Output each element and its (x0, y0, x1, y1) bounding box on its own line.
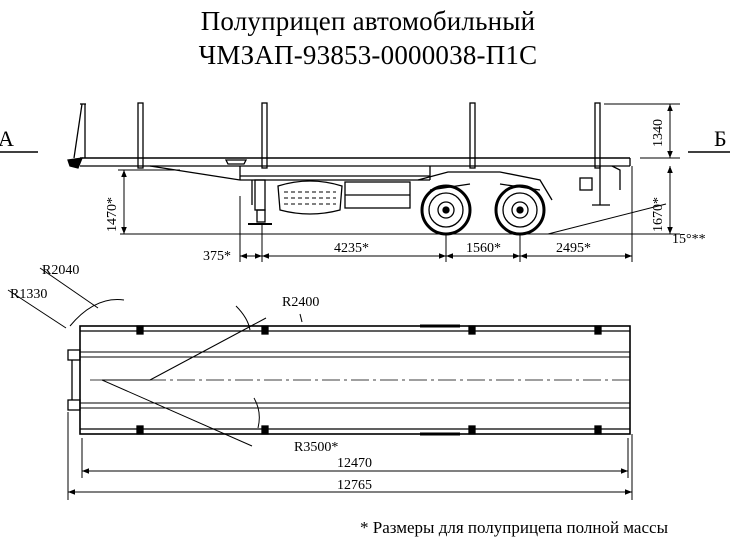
frame-details (344, 181, 411, 209)
dim-label-departure-angle: 15°** (672, 232, 706, 247)
dim-label-overall-length: 12765 (337, 478, 372, 493)
landing-gear (248, 179, 272, 225)
dim-label-radius-swing: R3500* (294, 440, 338, 455)
deck-profile (80, 157, 631, 181)
plan-front-coupling (67, 349, 81, 411)
rear-wheel-2 (494, 184, 546, 236)
front-headboard (67, 103, 86, 169)
dim-label-kingpin-offset: 375* (203, 249, 231, 264)
dim-label-height-rear: 1340 (651, 119, 666, 147)
rear-wheel-1 (420, 184, 472, 236)
spare-wheel (277, 180, 343, 215)
dim-label-radius-front-inner: R1330 (10, 287, 47, 302)
plan-turning-radii (7, 267, 303, 447)
dim-label-axle-spread: 1560* (466, 241, 501, 256)
view-label-b: Б (714, 126, 727, 151)
dim-label-radius-front-outer: R2040 (42, 263, 79, 278)
departure-angle-line (547, 203, 667, 235)
dim-overall-length (67, 412, 633, 500)
stake-4 (594, 102, 601, 169)
dim-label-height-rear-deck: 1670* (651, 197, 666, 232)
dim-horizontal-chain (262, 166, 633, 262)
dim-height-front (118, 169, 180, 234)
side-view (0, 102, 730, 262)
drawing-model-code: ЧМЗАП-93853-0000038-П1С (198, 40, 538, 70)
plan-stake-pockets (136, 325, 602, 435)
drawing-title: Полуприцеп автомобильный (200, 6, 536, 36)
stake-2 (261, 102, 268, 169)
dim-height-rear (604, 103, 680, 159)
plan-view (7, 267, 633, 500)
dim-kingpin-offset (239, 196, 263, 262)
dim-label-deck-length: 12470 (337, 456, 372, 471)
dim-label-height-front: 1470* (105, 197, 120, 232)
rear-bumper (579, 165, 621, 206)
stake-3 (469, 102, 476, 169)
footnote: * Размеры для полуприцепа полной массы (360, 518, 668, 537)
plan-deck-outline (79, 324, 631, 436)
stake-1 (137, 102, 144, 169)
dim-label-radius-stake: R2400 (282, 295, 319, 310)
dim-label-rear-overhang: 2495* (556, 241, 591, 256)
dim-deck-length (81, 438, 629, 478)
view-label-a: А (0, 126, 14, 151)
dim-label-kingpin-to-axle: 4235* (334, 241, 369, 256)
